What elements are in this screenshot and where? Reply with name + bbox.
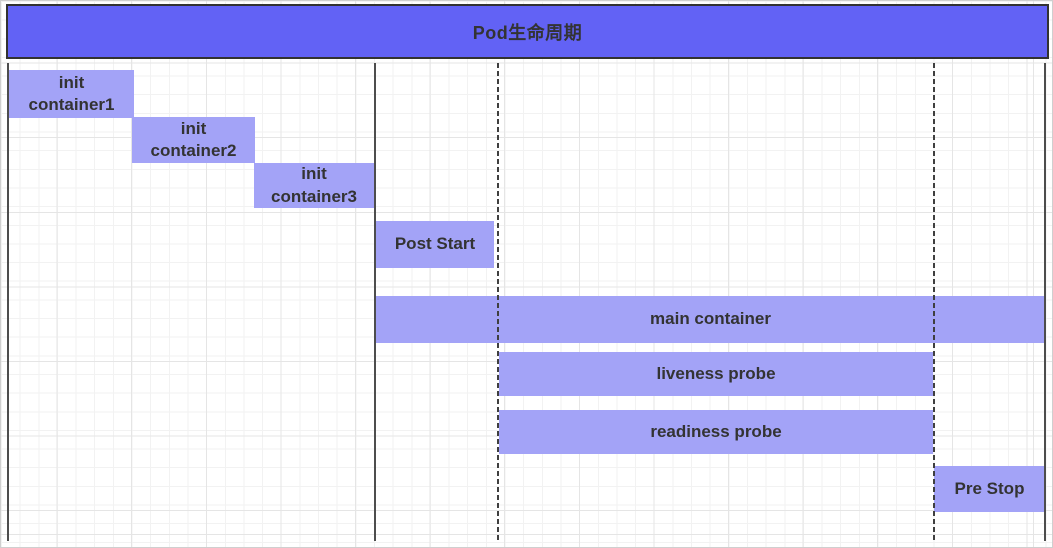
phase-bar-init-container-2: init container2 (132, 117, 255, 163)
phase-bar-liveness-probe: liveness probe (499, 352, 933, 396)
phase-bar-readiness-probe: readiness probe (499, 410, 933, 454)
phase-bar-label: init container3 (271, 164, 357, 206)
divider-init-end-boundary (374, 63, 376, 541)
phase-bar-init-container-1: init container1 (9, 70, 134, 118)
phase-bar-label: Pre Stop (954, 478, 1025, 498)
divider-left-boundary (7, 63, 9, 541)
phase-bar-pre-stop: Pre Stop (934, 466, 1045, 512)
phase-bar-init-container-3: init container3 (254, 163, 374, 208)
phase-bar-label: readiness probe (650, 421, 782, 441)
phase-bar-label: liveness probe (656, 363, 776, 383)
phase-bar-label: init container1 (28, 72, 115, 114)
phase-bar-main-container: main container (376, 296, 1045, 343)
divider-right-boundary (1044, 63, 1046, 541)
phase-bar-label: Post Start (394, 234, 476, 254)
phase-bar-label: main container (650, 309, 771, 329)
phase-bar-label: init container2 (150, 118, 237, 160)
diagram-title: Pod生命周期 (472, 22, 583, 43)
divider-container-start-line (497, 63, 499, 541)
phase-bar-post-start: Post Start (376, 221, 494, 268)
divider-container-stop-line (933, 63, 935, 541)
diagram-title-bar: Pod生命周期 (6, 4, 1049, 59)
